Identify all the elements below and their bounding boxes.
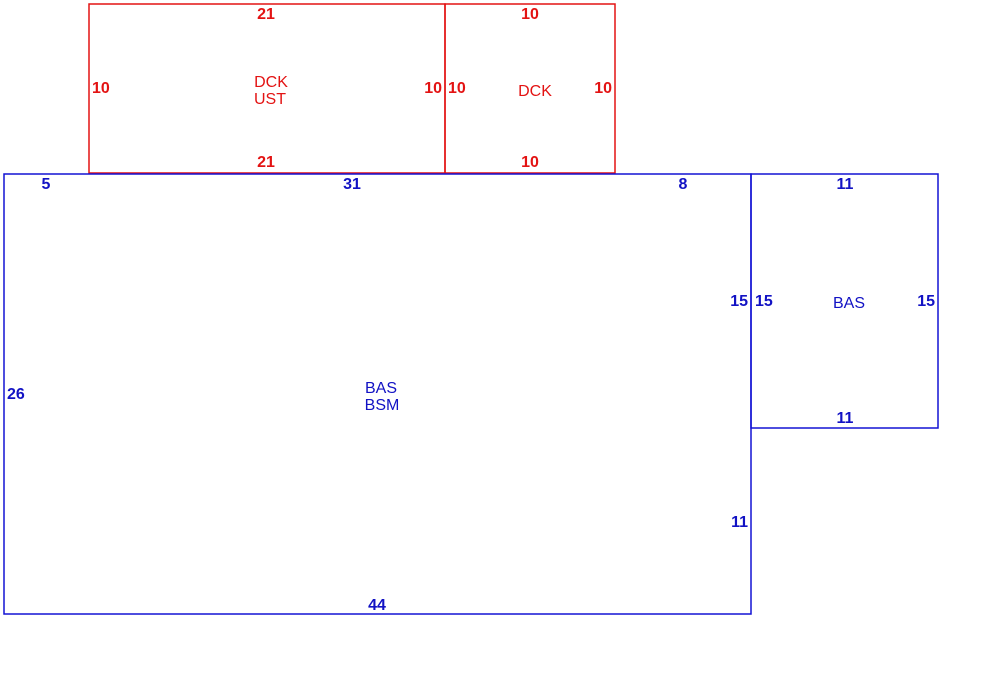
bas-bsm-label-line2: BSM xyxy=(365,397,400,414)
bas-bsm-top-left-dimension: 5 xyxy=(42,176,51,193)
dck-bottom-dimension: 10 xyxy=(521,154,539,171)
bas-bsm-left-dimension: 26 xyxy=(7,386,25,403)
dck-outline xyxy=(444,3,616,174)
dck-left-dimension: 10 xyxy=(448,80,466,97)
dck-area: DCK 10 10 10 10 xyxy=(444,3,616,174)
bas-label: BAS xyxy=(833,295,865,312)
dck-top-dimension: 10 xyxy=(521,6,539,23)
bas-right-dimension: 15 xyxy=(917,293,935,310)
bas-bsm-right-lower-dimension: 11 xyxy=(731,514,748,531)
dck-label: DCK xyxy=(518,83,552,100)
dck-ust-label-line2: UST xyxy=(254,91,286,108)
dck-ust-left-dimension: 10 xyxy=(92,80,110,97)
bas-bsm-top-right-dimension: 8 xyxy=(679,176,688,193)
dck-ust-bottom-dimension: 21 xyxy=(257,154,275,171)
dck-ust-top-dimension: 21 xyxy=(257,6,275,23)
dck-ust-area: DCK UST 21 21 10 10 xyxy=(88,3,446,174)
bas-bsm-bottom-dimension: 44 xyxy=(368,597,386,614)
dck-ust-right-dimension: 10 xyxy=(424,80,442,97)
bas-bsm-right-upper-dimension: 15 xyxy=(730,293,748,310)
bas-area: BAS 11 11 15 15 xyxy=(750,173,939,429)
bas-bottom-dimension: 11 xyxy=(837,410,854,427)
bas-bsm-label-line1: BAS xyxy=(365,380,397,397)
bas-top-dimension: 11 xyxy=(837,176,854,193)
dck-right-dimension: 10 xyxy=(594,80,612,97)
dck-ust-label-line1: DCK xyxy=(254,74,288,91)
bas-bsm-area: BAS BSM 5 31 8 26 15 11 44 xyxy=(3,173,752,615)
bas-left-dimension: 15 xyxy=(755,293,773,310)
bas-outline xyxy=(750,173,939,429)
bas-bsm-top-middle-dimension: 31 xyxy=(343,176,361,193)
